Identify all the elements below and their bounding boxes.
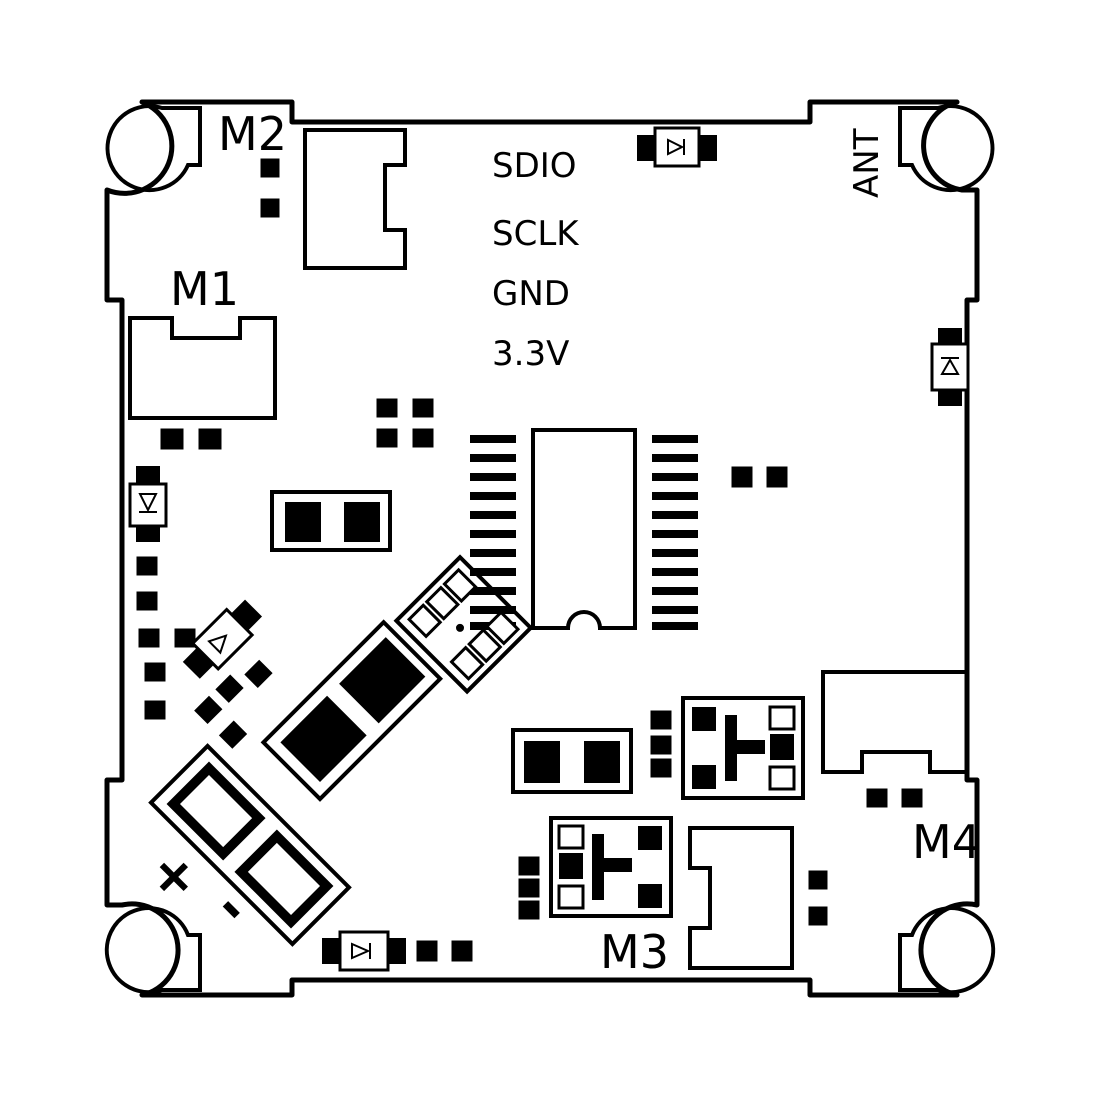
board-outline: [104, 99, 980, 998]
capacitor-middle: [511, 728, 633, 794]
pad: [766, 466, 788, 488]
connector-m3: [688, 826, 794, 970]
led-top: [637, 126, 717, 168]
pad: [416, 940, 438, 962]
connector-m2: [303, 128, 407, 270]
pad: [198, 428, 222, 450]
led-right: [930, 328, 970, 406]
passive-pads-top: [376, 398, 434, 448]
led-bottom: [322, 930, 406, 972]
pad: [650, 735, 672, 755]
mounting-holes: [104, 104, 996, 995]
label-plus: +: [137, 838, 214, 915]
pad: [808, 870, 828, 890]
pad: [731, 466, 753, 488]
battery-pads: [148, 743, 352, 947]
mosfet-lower: [549, 816, 673, 918]
passive-pads-left: [136, 556, 196, 720]
rotated-components: [182, 554, 534, 802]
pad: [518, 900, 540, 920]
connector-m4: [821, 670, 969, 774]
label-m1: M1: [170, 262, 239, 316]
mounting-hole-top-left: [105, 104, 202, 193]
mounting-hole-bottom-right: [898, 906, 996, 995]
label-m2: M2: [218, 107, 287, 161]
capacitor-large: [270, 490, 392, 552]
connector-m1: [128, 316, 277, 420]
pad: [650, 710, 672, 730]
mounting-hole-top-right: [898, 104, 995, 193]
pad: [866, 788, 888, 808]
label-ant: ANT: [847, 128, 887, 198]
label-gnd: GND: [492, 274, 570, 314]
mounting-hole-bottom-left: [104, 906, 202, 995]
pad: [518, 878, 540, 898]
label-m3: M3: [600, 925, 669, 979]
led-left: [128, 466, 168, 542]
label-sdio: SDIO: [492, 146, 577, 186]
pad: [260, 198, 280, 218]
pad: [160, 428, 184, 450]
label-m4: M4: [912, 815, 981, 869]
pad: [451, 940, 473, 962]
label-sclk: SCLK: [492, 214, 580, 254]
ic-pins-right: [652, 435, 698, 630]
ic-pins-left: [470, 435, 516, 630]
mosfet-upper: [681, 696, 805, 800]
pad: [901, 788, 923, 808]
pad: [518, 856, 540, 876]
pad: [260, 158, 280, 178]
label-3v3: 3.3V: [492, 334, 569, 374]
pad: [808, 906, 828, 926]
pad: [650, 758, 672, 778]
